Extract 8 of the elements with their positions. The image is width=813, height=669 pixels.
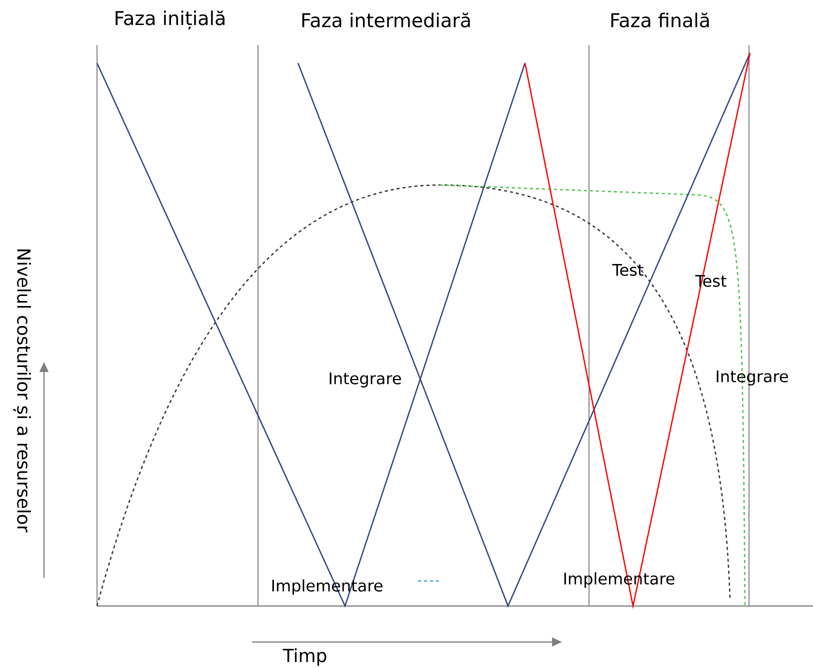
curve-label: Integrare: [716, 370, 788, 386]
curve-label: Test: [612, 264, 644, 276]
axis-title: Timp: [282, 648, 326, 666]
phase-label: Faza finală: [611, 12, 709, 28]
axis-title: Nivelul costurilor și a resurselor: [13, 249, 31, 532]
curve-label: Integrare: [330, 372, 401, 388]
phase-label: Faza intermediară: [302, 12, 470, 28]
phase-label: Faza inițială: [116, 10, 224, 30]
